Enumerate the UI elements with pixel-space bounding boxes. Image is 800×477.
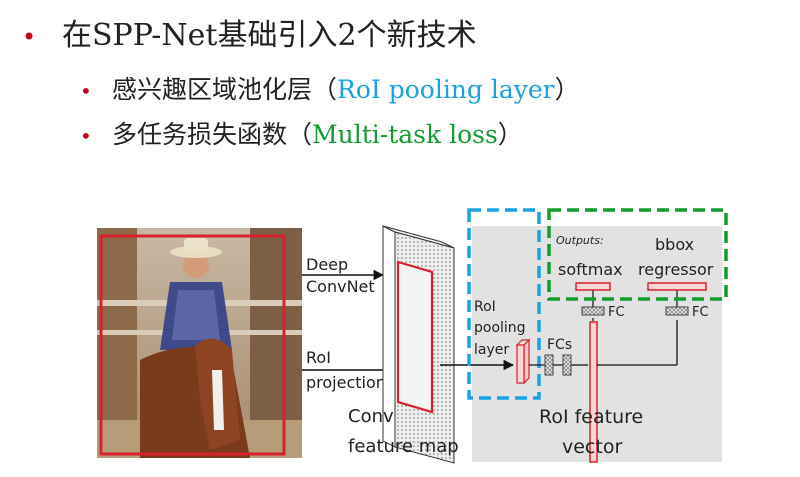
bullet-multitask-loss: • 多任务损失函数（ Multi-task loss ） [80,115,523,151]
softmax-output-bar [575,282,611,291]
bbox-label: bbox [655,235,694,254]
roi-projection-label-2: projection [306,373,386,392]
bullet-loss-close: ） [497,120,523,149]
softmax-label: softmax [558,260,623,279]
fc-left-layer [581,306,605,316]
bullet-main: • 在SPP-Net基础引入2个新技术 [22,10,477,54]
roi-pooling-highlight: RoI pooling layer [337,75,555,104]
roi-feature-label: RoI feature [539,406,643,428]
fc-left-label: FC [608,305,625,320]
pooled-roi-block [515,338,531,385]
bbox-output-bar [647,282,707,291]
roi-box [99,234,286,456]
bullet-dot: • [80,79,92,103]
outputs-label: Outputs: [556,234,604,247]
roi-projection-label-1: RoI [306,348,331,367]
bullet-main-text: 在SPP-Net基础引入2个新技术 [62,18,477,53]
roi-feature-vector-bar [589,321,598,463]
fc-right-label: FC [692,305,709,320]
vector-label: vector [562,436,622,458]
feature-map-label: feature map [348,436,459,457]
input-image [97,228,302,458]
deep-convnet-label-2: ConvNet [306,277,375,296]
fc-layer-2 [562,354,572,376]
multitask-loss-dashed-box [547,208,728,301]
bullet-loss-text: 多任务损失函数（ [112,120,313,149]
roi-pooling-label-1: RoI [474,299,496,315]
fc-layer-1 [544,354,554,376]
conv-label: Conv [348,406,394,427]
multitask-loss-highlight: Multi-task loss [312,120,498,149]
bullet-dot: • [22,23,37,51]
conv-feature-map [382,225,455,464]
roi-pooling-label-2: pooling [474,320,526,336]
bullet-roi-close: ） [554,75,580,104]
bullet-roi-text: 感兴趣区域池化层（ [112,75,338,104]
bullet-dot: • [80,124,92,148]
roi-pooling-dashed-box [467,208,541,400]
fc-right-layer [665,306,689,316]
bullet-roi-pooling: • 感兴趣区域池化层（ RoI pooling layer ） [80,70,580,106]
deep-convnet-label-1: Deep [306,255,348,274]
regressor-label: regressor [638,260,714,279]
roi-pooling-label-3: layer [474,342,509,358]
fcs-label: FCs [547,337,572,353]
